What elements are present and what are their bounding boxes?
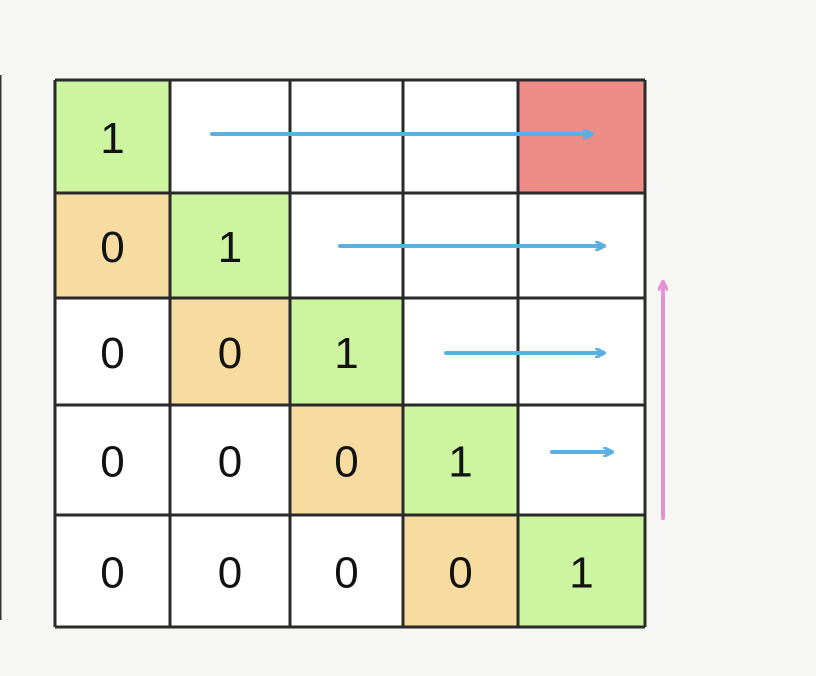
- cell-value-r3-c3: 1: [448, 438, 472, 487]
- cell-value-r1-c1: 1: [218, 223, 242, 272]
- cell-r2-c0: [55, 298, 170, 405]
- matrix-cells: 1 0 1 0 0 1 0 0 0 1 0 0 0 0 1: [55, 80, 645, 627]
- cell-r2-c2: [290, 298, 403, 405]
- cell-value-r3-c0: 0: [100, 438, 124, 487]
- cell-value-r3-c2: 0: [334, 438, 358, 487]
- cell-value-r0-c0: 1: [100, 114, 124, 163]
- cell-r4-c4: [518, 515, 645, 627]
- cell-value-r2-c0: 0: [100, 329, 124, 378]
- cell-value-r2-c2: 1: [334, 329, 358, 378]
- cell-r4-c1: [170, 515, 290, 627]
- cell-r4-c3: [403, 515, 518, 627]
- cell-value-r1-c0: 0: [100, 223, 124, 272]
- matrix-grid: [53, 78, 647, 629]
- cell-r3-c4: [518, 405, 645, 515]
- cell-r4-c0: [55, 515, 170, 627]
- cell-r3-c3: [403, 405, 518, 515]
- cell-value-r4-c3: 0: [448, 549, 472, 598]
- cell-r1-c0: [55, 193, 170, 298]
- cell-value-r4-c4: 1: [569, 549, 593, 598]
- cell-value-r4-c0: 0: [100, 549, 124, 598]
- cell-r1-c1: [170, 193, 290, 298]
- cell-r2-c1: [170, 298, 290, 405]
- cell-value-r4-c1: 0: [218, 549, 242, 598]
- cell-r0-c4: [518, 80, 645, 193]
- cell-value-r2-c1: 0: [218, 329, 242, 378]
- cell-r3-c2: [290, 405, 403, 515]
- cell-value-r3-c1: 0: [218, 438, 242, 487]
- cell-value-r4-c2: 0: [334, 549, 358, 598]
- cell-r3-c1: [170, 405, 290, 515]
- cell-r4-c2: [290, 515, 403, 627]
- cell-r0-c3: [403, 80, 518, 193]
- cell-r3-c0: [55, 405, 170, 515]
- cell-r0-c0: [55, 80, 170, 193]
- arrows: [210, 134, 663, 520]
- cell-r0-c1: [170, 80, 290, 193]
- cell-r0-c2: [290, 80, 403, 193]
